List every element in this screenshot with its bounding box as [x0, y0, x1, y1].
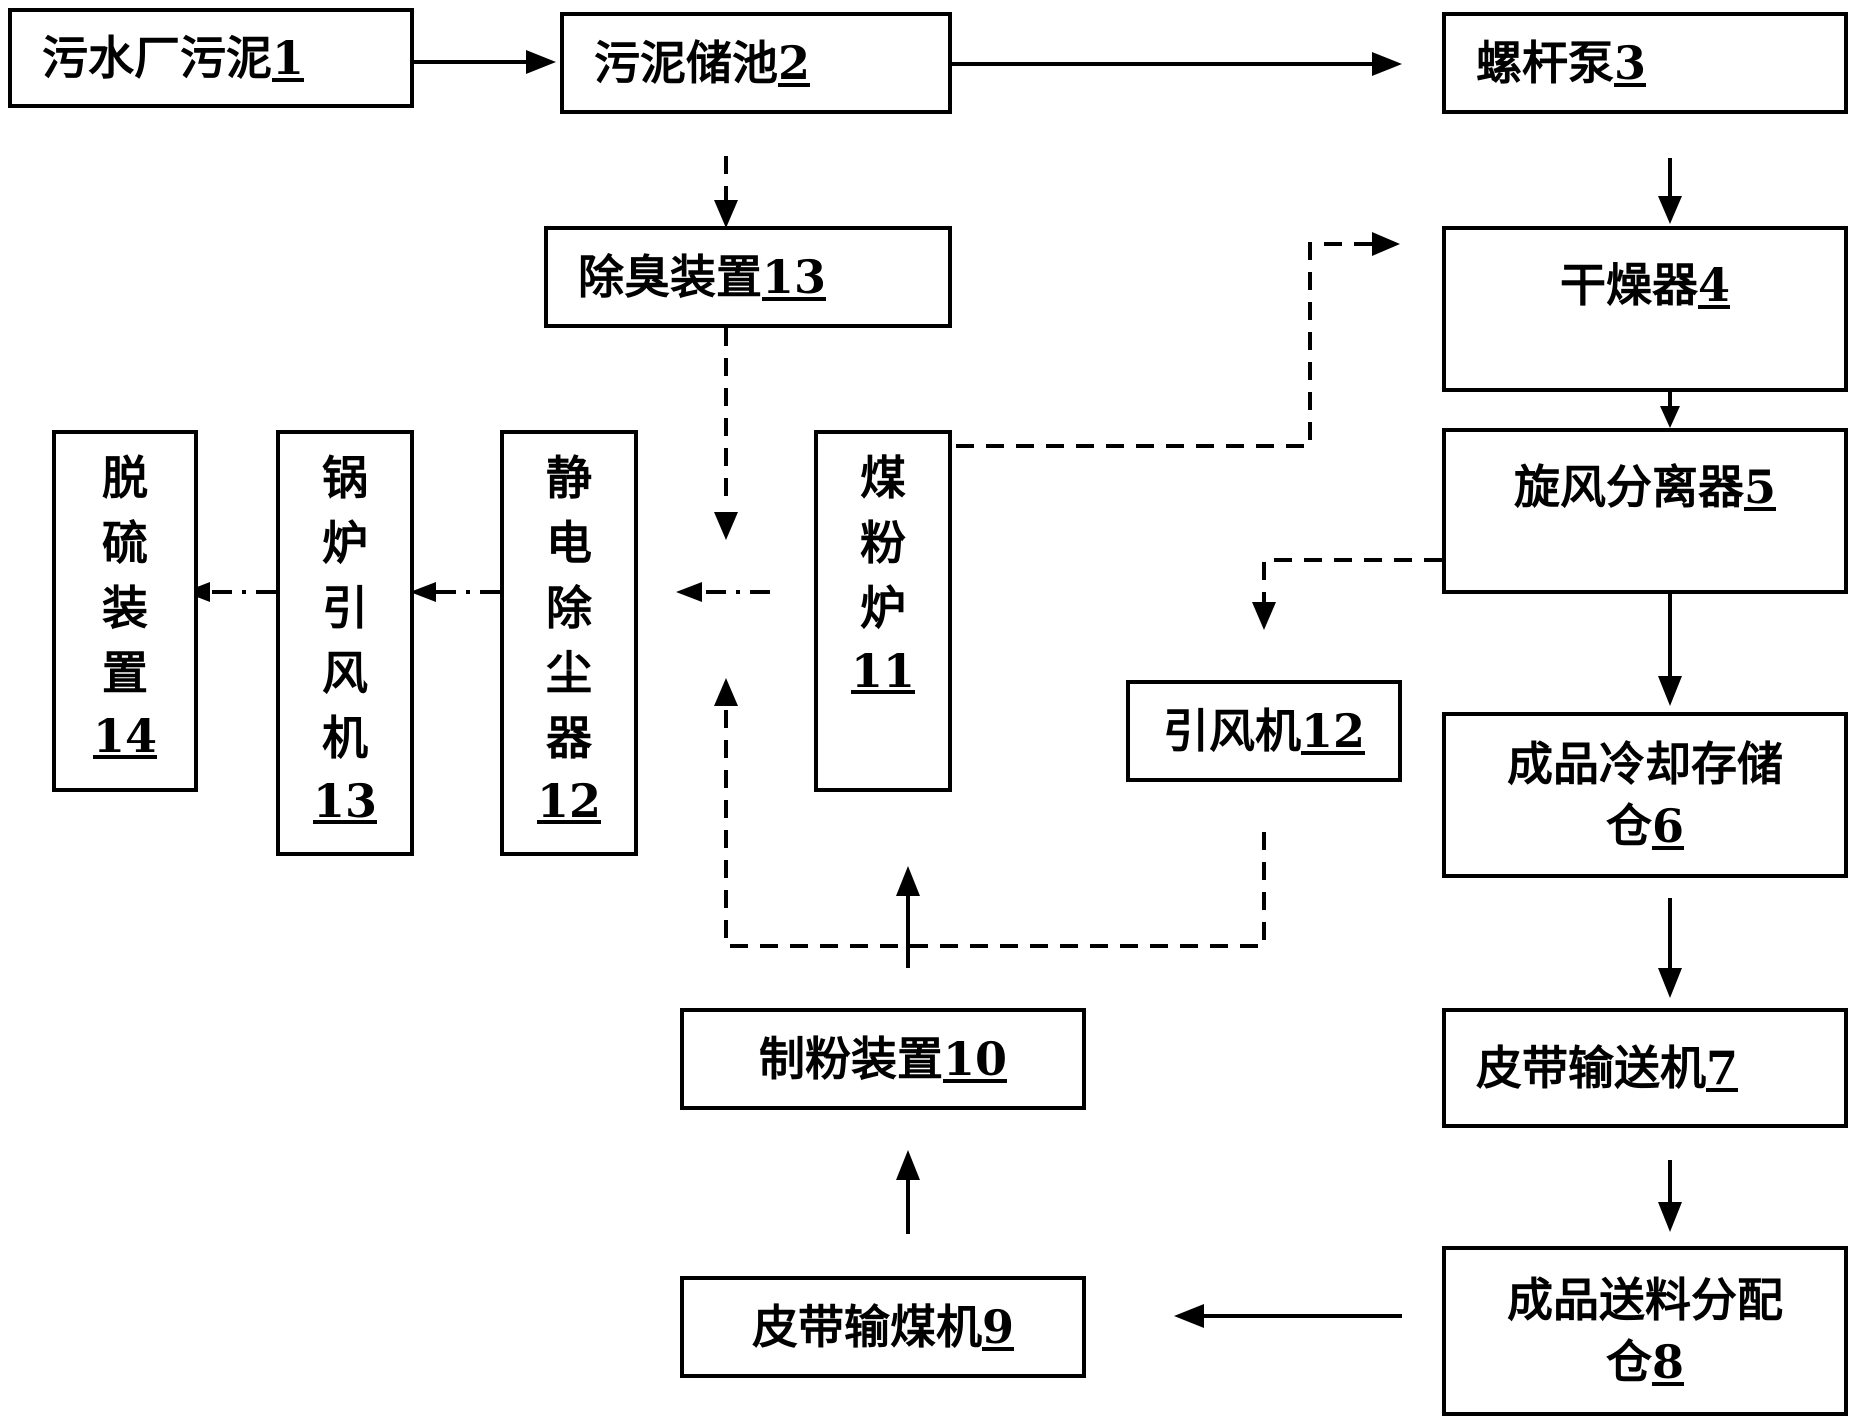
box-char: 锅	[322, 451, 368, 505]
box-number: 11	[850, 644, 915, 698]
box-number: 12	[1300, 704, 1365, 758]
box-label: 引风机	[1162, 704, 1301, 758]
arrowhead-5-to-6	[1658, 676, 1682, 706]
box-char: 机	[322, 711, 368, 765]
box-number: 3	[1614, 36, 1647, 90]
box-label: 除臭装置	[578, 250, 762, 304]
arrowhead-2-to-3	[1372, 52, 1402, 76]
box-label-line2: 仓6	[1606, 795, 1684, 857]
box-number: 13	[312, 774, 377, 828]
arrowhead-4-to-5	[1660, 406, 1680, 428]
box-number: 13	[762, 250, 827, 304]
box-number: 9	[981, 1300, 1014, 1354]
box-number: 10	[942, 1032, 1007, 1086]
box-label: 污泥储池	[594, 36, 778, 90]
box-label: 仓	[1605, 1335, 1652, 1389]
box-number: 4	[1697, 258, 1730, 312]
box-label-line1: 成品冷却存储	[1507, 737, 1783, 791]
arrowhead-13-to-dust	[714, 512, 738, 540]
arrowhead-12v-to-13v	[410, 582, 436, 602]
box-label: 皮带输煤机	[751, 1300, 982, 1354]
box-char: 煤	[860, 451, 906, 505]
box-boiler-induced-draft-fan: 锅 炉 引 风 机 13	[276, 430, 414, 856]
box-char: 装	[102, 581, 148, 635]
arrowhead-7-to-8	[1658, 1202, 1682, 1232]
box-number: 14	[92, 709, 157, 763]
box-label: 制粉装置	[758, 1032, 943, 1086]
box-char: 尘	[546, 646, 592, 700]
box-electrostatic-precipitator: 静 电 除 尘 器 12	[500, 430, 638, 856]
dashed-11-to-4	[956, 242, 1372, 448]
dashed-5-to-fan12	[1262, 558, 1442, 604]
arrowhead-9-to-10	[896, 1150, 920, 1180]
box-number: 2	[778, 36, 811, 90]
box-label: 螺杆泵	[1476, 36, 1614, 90]
box-label-line1: 成品送料分配	[1507, 1273, 1783, 1327]
box-number: 12	[536, 774, 601, 828]
arrowhead-11-to-4	[1372, 232, 1400, 256]
arrowhead-1-to-2	[526, 50, 556, 74]
box-char: 脱	[102, 451, 148, 505]
box-char: 风	[322, 646, 368, 700]
box-number: 1	[272, 31, 305, 85]
arrowhead-2-to-13	[714, 200, 738, 228]
box-char: 炉	[860, 581, 906, 635]
box-char: 硫	[102, 516, 148, 570]
box-product-cooling-storage-silo: 成品冷却存储 仓6	[1442, 712, 1848, 878]
box-number: 5	[1743, 460, 1776, 514]
arrowhead-fan12-to-dust	[714, 678, 738, 706]
box-char: 置	[102, 646, 148, 700]
arrowhead-5-to-fan12	[1252, 602, 1276, 630]
box-number: 7	[1706, 1041, 1739, 1095]
box-char: 粉	[860, 516, 906, 570]
box-label: 旋风分离器	[1513, 460, 1744, 514]
arrowhead-11-to-12v	[676, 582, 702, 602]
box-number: 8	[1651, 1335, 1684, 1389]
box-char: 炉	[322, 516, 368, 570]
arrowhead-6-to-7	[1658, 968, 1682, 998]
box-label: 皮带输送机	[1476, 1041, 1706, 1095]
box-desulfurization-device: 脱 硫 装 置 14	[52, 430, 198, 792]
box-number: 6	[1651, 799, 1684, 853]
box-char: 电	[546, 516, 592, 570]
box-char: 静	[546, 451, 592, 505]
box-char: 引	[322, 581, 368, 635]
box-char: 器	[546, 711, 592, 765]
box-product-feed-distribution-silo: 成品送料分配 仓8	[1442, 1246, 1848, 1416]
box-label: 污水厂污泥	[42, 31, 272, 85]
box-label: 仓	[1605, 799, 1652, 853]
arrowhead-3-to-4	[1658, 196, 1682, 224]
box-label: 干燥器	[1559, 258, 1698, 312]
arrowhead-8-to-9	[1174, 1304, 1204, 1328]
box-label-line2: 仓8	[1606, 1331, 1684, 1393]
box-char: 除	[546, 581, 592, 635]
arrowhead-10-to-11	[896, 866, 920, 896]
box-pulverized-coal-furnace: 煤 粉 炉 11	[814, 430, 952, 792]
